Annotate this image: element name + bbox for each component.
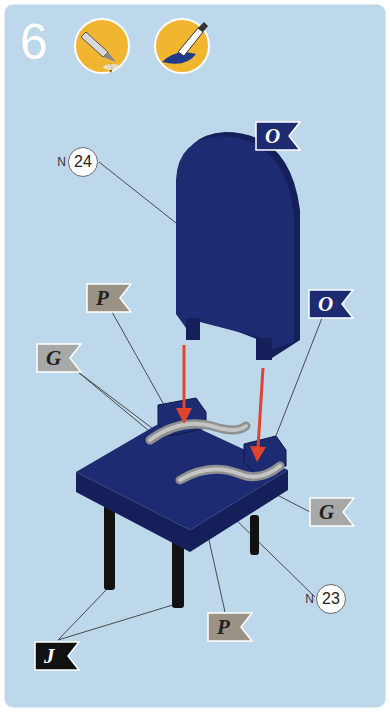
color-code: O: [255, 121, 301, 151]
color-code: G: [36, 343, 82, 373]
color-flag: G: [309, 497, 355, 527]
step-number: 6: [20, 12, 48, 72]
color-code: O: [308, 289, 354, 319]
chair-back: [176, 132, 300, 360]
callout-circle: N23: [316, 584, 346, 614]
callout-number: 23: [317, 585, 345, 612]
color-flag: P: [86, 283, 132, 313]
color-code: P: [207, 612, 253, 642]
step-panel: [3, 3, 387, 709]
callout-prefix: N: [57, 155, 66, 169]
color-code: J: [34, 641, 80, 671]
color-flag: O: [308, 289, 354, 319]
color-flag: P: [207, 612, 253, 642]
callout-circle: N24: [68, 147, 98, 177]
color-code: P: [86, 283, 132, 313]
paint-icon: [155, 19, 209, 73]
flag-shape: [207, 612, 253, 642]
color-flag: O: [255, 121, 301, 151]
color-flag: J: [34, 641, 80, 671]
glue-icon: [75, 19, 129, 73]
color-code: G: [309, 497, 355, 527]
chair-seat: [76, 398, 288, 552]
color-flag: G: [36, 343, 82, 373]
insertion-arrows: [176, 345, 266, 462]
flag-shape: [34, 641, 80, 671]
flag-shape: [86, 283, 132, 313]
callout-number: 24: [69, 148, 97, 175]
callout-prefix: N: [305, 592, 314, 606]
